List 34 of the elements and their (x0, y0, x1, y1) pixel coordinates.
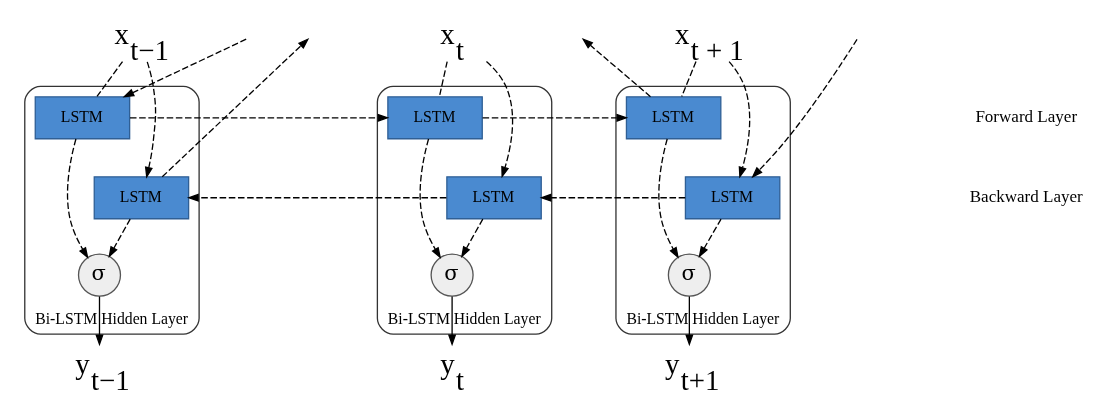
node-box: LSTM (446, 175, 542, 219)
arrow (447, 295, 457, 346)
node-circle: σ (77, 252, 122, 297)
connector (681, 60, 697, 97)
arrow (581, 37, 652, 97)
arrow (460, 217, 484, 258)
arrow (122, 38, 247, 98)
arrow (66, 137, 89, 259)
node-box: LSTM (387, 95, 483, 139)
label: Forward Layer (975, 106, 1078, 126)
node-box: LSTM (93, 175, 190, 219)
arrow (685, 295, 694, 346)
node-circle: σ (430, 252, 474, 297)
node-box: LSTM (625, 95, 722, 139)
arrow (129, 113, 390, 122)
arrow (728, 60, 751, 179)
arrow (108, 217, 131, 258)
arrow (161, 37, 310, 177)
node-box: LSTM (684, 175, 781, 219)
arrow (186, 193, 448, 202)
arrow (658, 137, 679, 259)
arrow (698, 217, 722, 258)
connector (438, 60, 448, 97)
node-box: LSTM (34, 95, 131, 139)
arrow (539, 193, 686, 202)
arrow (751, 38, 858, 178)
arrow (144, 60, 157, 179)
arrow (419, 137, 442, 259)
connector (96, 60, 124, 97)
label: Backward Layer (969, 186, 1083, 206)
arrow (485, 60, 514, 178)
arrow (95, 295, 104, 346)
node-circle: σ (667, 252, 711, 297)
arrow (481, 113, 629, 122)
